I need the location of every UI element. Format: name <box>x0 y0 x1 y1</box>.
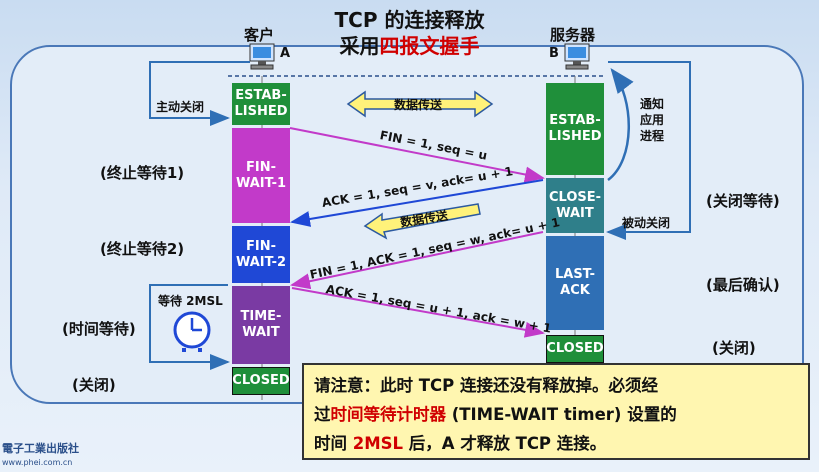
note-line3: 时间 2MSL 后，A 才释放 TCP 连接。 <box>314 434 607 453</box>
wait-2msl-arrow <box>149 284 230 370</box>
fin-wait-2-label: (终止等待2) <box>100 240 185 258</box>
passive-close-arrow <box>606 61 691 240</box>
client-letter: A <box>280 46 291 61</box>
active-close-arrow <box>149 61 250 126</box>
server-letter: B <box>549 46 559 61</box>
note-line1: 请注意：此时 TCP 连接还没有释放掉。必须经 <box>314 376 658 395</box>
fin2-arrow <box>290 231 544 290</box>
wait-2msl-label: 等待 2MSL <box>158 294 223 308</box>
server-state-close-wait: CLOSE-WAIT <box>546 178 604 233</box>
title-line2: 采用四报文握手 <box>339 34 480 58</box>
fin-wait-1-label: (终止等待1) <box>100 164 185 182</box>
closed-left-label: (关闭) <box>72 376 116 394</box>
publisher-logo: 電子工業出版社 <box>2 442 79 455</box>
note-highlight-timer: 时间等待计时器 <box>330 405 447 424</box>
close-wait-label: (关闭等待) <box>706 192 780 210</box>
note-line2: 过时间等待计时器 (TIME-WAIT timer) 设置的 <box>314 405 677 424</box>
server-state-established: ESTAB-LISHED <box>546 83 604 175</box>
client-state-fin-wait-2: FIN-WAIT-2 <box>232 226 290 283</box>
data-transfer-double-arrow <box>346 90 494 118</box>
notify-app-label: 通知应用进程 <box>640 97 665 143</box>
client-state-closed: CLOSED <box>232 367 290 395</box>
passive-close-label: 被动关闭 <box>622 216 671 230</box>
note-highlight-2msl: 2MSL <box>352 434 404 453</box>
data-transfer-top-label: 数据传送 <box>394 98 443 112</box>
client-state-time-wait: TIME-WAIT <box>232 286 290 364</box>
note-box: 请注意：此时 TCP 连接还没有释放掉。必须经 过时间等待计时器 (TIME-W… <box>302 363 810 460</box>
ack1-arrow <box>290 179 544 227</box>
closed-right-label: (关闭) <box>712 339 756 357</box>
client-name: 客户 <box>244 26 275 44</box>
client-computer-icon <box>248 42 278 76</box>
server-name: 服务器 <box>550 26 596 44</box>
title-line1: TCP 的连接释放 <box>334 8 485 32</box>
title-highlight: 四报文握手 <box>379 34 480 58</box>
server-computer-icon <box>563 42 593 76</box>
notify-app-arrow <box>607 68 634 182</box>
publisher-url: www.phei.com.cn <box>2 458 73 467</box>
client-state-established: ESTAB-LISHED <box>232 83 290 125</box>
data-transfer-left-arrow <box>363 203 481 240</box>
server-state-last-ack: LAST-ACK <box>546 236 604 330</box>
time-wait-label: (时间等待) <box>62 320 136 338</box>
client-state-fin-wait-1: FIN-WAIT-1 <box>232 128 290 223</box>
clock-icon <box>173 311 211 352</box>
last-ack-label: (最后确认) <box>706 276 780 294</box>
ack2-arrow <box>291 287 545 338</box>
fin1-arrow <box>289 127 545 183</box>
active-close-label: 主动关闭 <box>156 100 205 114</box>
server-state-closed: CLOSED <box>546 335 604 363</box>
